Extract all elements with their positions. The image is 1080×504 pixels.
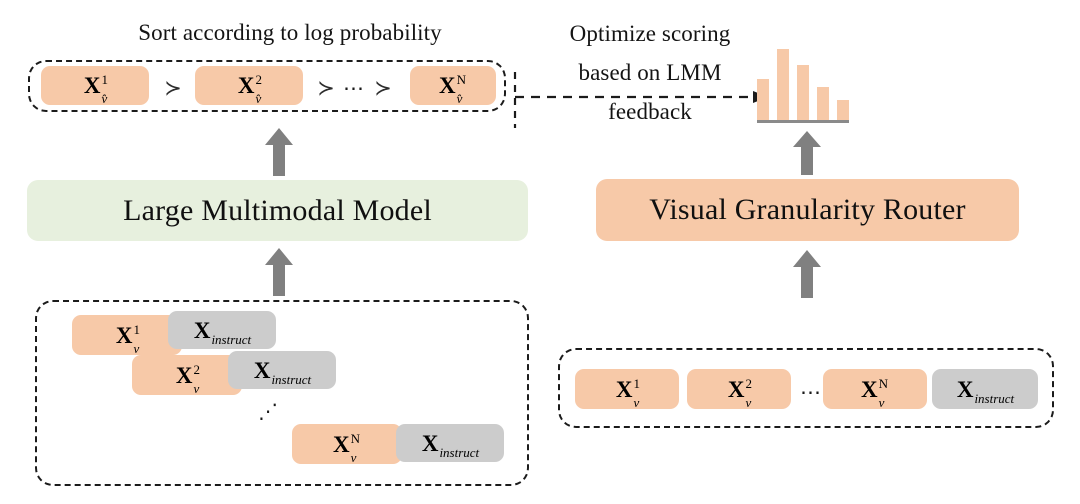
pair-n-instruct-label: Xinstruct bbox=[421, 430, 480, 460]
chart-bar-2 bbox=[777, 49, 789, 120]
ranked-ellipsis: ⋯ bbox=[343, 76, 365, 100]
large-multimodal-model-block[interactable]: Large Multimodal Model bbox=[27, 180, 528, 241]
relation-symbol-3: ≻ bbox=[374, 76, 392, 100]
score-distribution-chart bbox=[757, 48, 849, 126]
pair-1-instruct-label: Xinstruct bbox=[193, 317, 252, 347]
feedback-caption-line-1: Optimize scoring bbox=[569, 21, 731, 46]
lmm-output-arrow bbox=[264, 128, 294, 176]
pair-2-instruct-label: Xinstruct bbox=[253, 357, 312, 387]
feedback-arrow bbox=[513, 72, 768, 128]
router-input-instruct-label: Xinstruct bbox=[956, 376, 1015, 406]
chart-axis-line bbox=[757, 120, 849, 123]
feedback-caption-line-3: feedback bbox=[608, 99, 692, 124]
sorted-candidate-container bbox=[28, 60, 506, 112]
router-output-arrow bbox=[792, 131, 822, 175]
relation-symbol-1: ≻ bbox=[164, 76, 182, 100]
pair-stack-container bbox=[35, 300, 529, 486]
router-input-ellipsis: ⋯ bbox=[800, 380, 822, 404]
lmm-input-arrow bbox=[264, 248, 294, 296]
chart-bar-4 bbox=[817, 87, 829, 120]
relation-symbol-2: ≻ bbox=[317, 76, 335, 100]
router-input-instruct[interactable]: Xinstruct bbox=[932, 369, 1038, 409]
left-caption: Sort according to log probability bbox=[138, 20, 442, 45]
chart-bar-3 bbox=[797, 65, 809, 120]
pair-2-instruct-chip[interactable]: Xinstruct bbox=[228, 351, 336, 389]
visual-granularity-router-block[interactable]: Visual Granularity Router bbox=[596, 179, 1019, 241]
pair-n-instruct-chip[interactable]: Xinstruct bbox=[396, 424, 504, 462]
chart-bars bbox=[757, 48, 849, 120]
feedback-caption-line-2: based on LMM bbox=[578, 60, 722, 85]
router-input-container bbox=[558, 348, 1054, 428]
pair-stack-ellipsis: ⋰ bbox=[258, 399, 278, 423]
router-input-arrow bbox=[792, 250, 822, 298]
chart-bar-1 bbox=[757, 78, 769, 120]
pair-1-instruct-chip[interactable]: Xinstruct bbox=[168, 311, 276, 349]
chart-bar-5 bbox=[837, 100, 849, 120]
